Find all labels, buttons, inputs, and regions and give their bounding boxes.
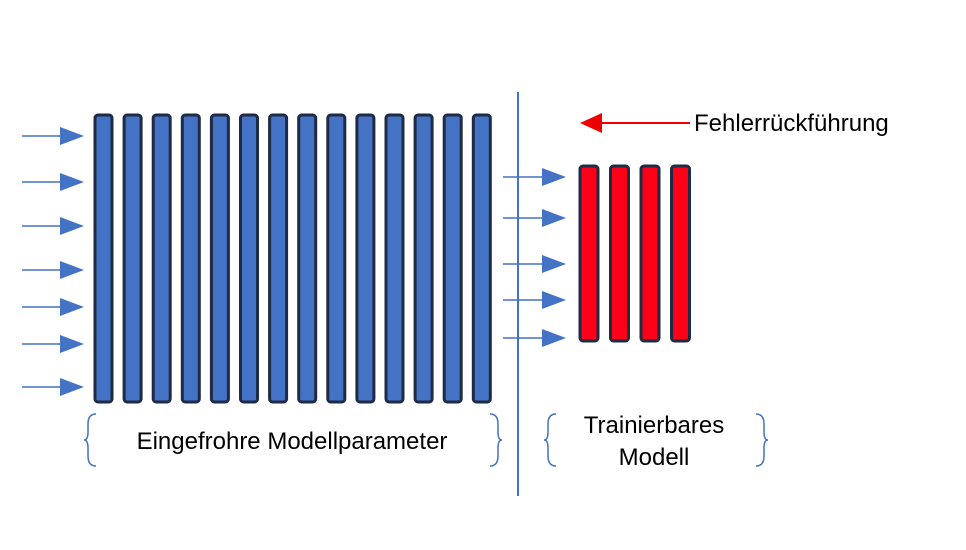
trainable-model-label-line1: Trainierbares (583, 412, 725, 439)
arrow-head (542, 291, 566, 309)
trainable-input-arrows (503, 168, 566, 347)
trainable-bar (639, 164, 661, 343)
frozen-bar (180, 113, 201, 404)
frozen-bar (471, 113, 492, 404)
arrow-head (60, 173, 84, 191)
arrow-head (542, 255, 566, 273)
arrow-head (60, 217, 84, 235)
frozen-bar (151, 113, 172, 404)
backprop-label: Fehlerrückführung (694, 110, 889, 137)
arrow-head (542, 329, 566, 347)
arrow-head (60, 378, 84, 396)
trainable-bar (670, 164, 691, 343)
frozen-bar (239, 113, 259, 404)
frozen-bar (93, 113, 114, 404)
frozen-bar (326, 113, 347, 404)
frozen-bar (413, 113, 434, 404)
frozen-parameters-label: Eingefrohre Modellparameter (136, 428, 448, 455)
frozen-bars (93, 113, 492, 404)
brace-trainable-right (755, 413, 769, 467)
arrow-head (60, 261, 84, 279)
brace-trainable-left (543, 413, 557, 467)
trainable-bar (578, 164, 600, 343)
arrow-head (60, 127, 84, 145)
frozen-bar (122, 113, 143, 404)
frozen-bar (209, 113, 230, 404)
frozen-input-arrows (22, 127, 84, 396)
brace-frozen-left (83, 413, 97, 467)
arrow-head (60, 335, 84, 353)
arrow-head (60, 298, 84, 316)
frozen-bar (297, 113, 318, 404)
trainable-bar (609, 164, 630, 343)
frozen-bar (384, 113, 405, 404)
brace-frozen-right (489, 413, 503, 467)
backprop-arrow (580, 113, 690, 133)
frozen-bar (268, 113, 289, 404)
trainable-model-label-line2: Modell (618, 444, 690, 471)
trainable-bars (578, 164, 691, 343)
trainable-model-label: Trainierbares Modell (558, 410, 750, 474)
backprop-arrow-head (580, 113, 602, 133)
frozen-bar (355, 113, 376, 404)
arrow-head (542, 209, 566, 227)
frozen-bar (442, 113, 463, 404)
arrow-head (542, 168, 566, 186)
